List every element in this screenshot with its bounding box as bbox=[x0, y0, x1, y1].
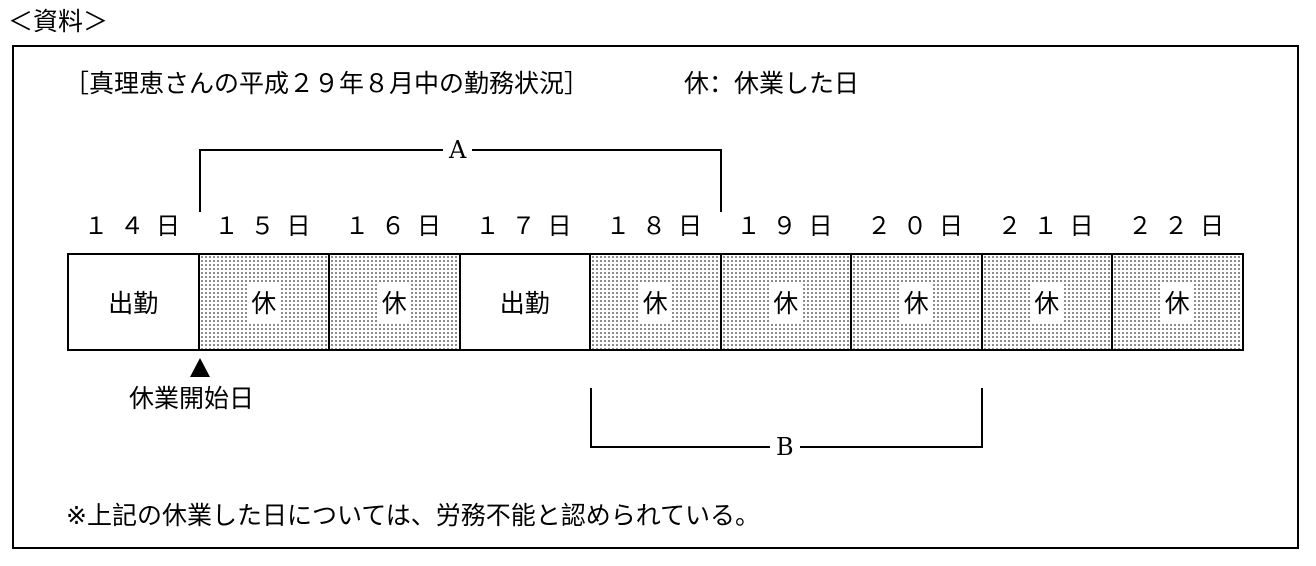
day-cell: 休 bbox=[589, 253, 722, 351]
diagram-title: ［真理恵さんの平成２９年８月中の勤務状況］ bbox=[64, 69, 590, 98]
day-cell: 休 bbox=[980, 253, 1113, 351]
day-label: １５日 bbox=[214, 212, 323, 240]
note: ※上記の休業した日については、労務不能と認められている。 bbox=[66, 501, 760, 530]
day-label: ２２日 bbox=[1128, 212, 1236, 240]
day-status: 休 bbox=[769, 282, 803, 322]
day-status: 休 bbox=[247, 282, 281, 322]
day-cell: 出勤 bbox=[67, 253, 200, 351]
bracket-b-label: B bbox=[770, 433, 800, 461]
day-status: 休 bbox=[638, 282, 672, 322]
day-label: ２１日 bbox=[997, 212, 1106, 240]
start-marker-triangle bbox=[190, 358, 210, 377]
day-cell: 休 bbox=[1111, 253, 1244, 351]
day-label: ２０日 bbox=[867, 212, 975, 240]
day-label: １８日 bbox=[606, 212, 714, 240]
day-status: 休 bbox=[899, 282, 933, 322]
day-status: 出勤 bbox=[499, 289, 550, 318]
day-label: １９日 bbox=[736, 212, 845, 240]
start-label: 休業開始日 bbox=[129, 384, 255, 413]
day-label: １６日 bbox=[345, 212, 453, 240]
day-label: １７日 bbox=[475, 212, 584, 240]
day-cell: 休 bbox=[328, 253, 461, 351]
day-cell: 休 bbox=[197, 253, 330, 351]
day-status: 休 bbox=[1030, 282, 1064, 322]
day-status: 休 bbox=[1160, 282, 1194, 322]
day-cell: 休 bbox=[850, 253, 983, 351]
heading: ＜資料＞ bbox=[8, 7, 109, 36]
day-status: 出勤 bbox=[108, 289, 159, 318]
day-cell: 出勤 bbox=[458, 253, 591, 351]
day-status: 休 bbox=[377, 282, 411, 322]
diagram-frame: ［真理恵さんの平成２９年８月中の勤務状況］ 休：休業した日 A B １４日出勤 １… bbox=[12, 45, 1299, 549]
legend: 休：休業した日 bbox=[684, 69, 860, 98]
day-label: １４日 bbox=[84, 212, 192, 240]
day-cell: 休 bbox=[719, 253, 852, 351]
bracket-a-label: A bbox=[443, 136, 473, 164]
